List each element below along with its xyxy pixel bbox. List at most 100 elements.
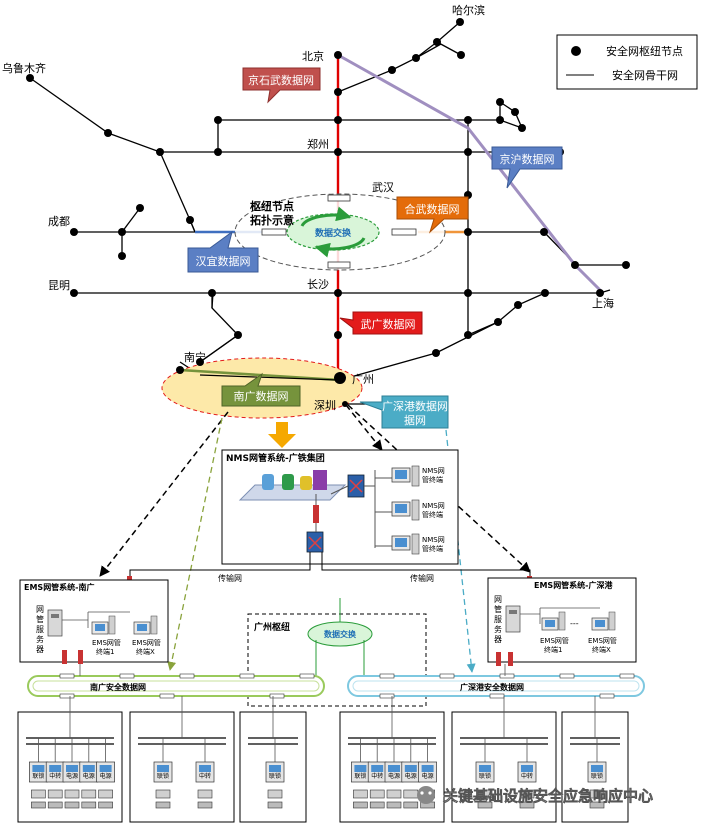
ring-guangshengang: 广深港安全数据网 [347,675,645,697]
station-device-label: 电源 [100,772,112,780]
nms-terminal-3: NMS网 管终端 [391,533,445,555]
callout-jinghu: 京沪数据网 [491,146,563,189]
ems-nanguang-box: EMS网管系统-南广 网 管 服 务 器 EMS网管 终端1 EMS网管 终端X [19,579,169,664]
city-urumqi: 乌鲁木齐 [2,61,46,75]
ring-gsg-label: 广深港安全数据网 [460,682,524,692]
callout-jingshiwu: 京石武数据网 [242,67,321,104]
svg-text:武广数据网: 武广数据网 [361,317,416,331]
svg-text:器: 器 [494,635,502,644]
svg-text:EMS网管: EMS网管 [132,638,161,647]
svg-text:务: 务 [36,634,44,644]
callout-hewu: 合武数据网 [396,196,469,234]
station-device-label: 联锁 [591,772,603,780]
legend-line-label: 安全网骨干网 [612,68,678,82]
ems-guangshengang-box: EMS网管系统-广深港 网 管 服 务 器 EMS网管 终端1 --- EMS网… [487,577,637,666]
svg-text:管: 管 [36,614,44,624]
svg-text:NMS网: NMS网 [422,467,445,475]
station-device-label: 电源 [422,772,434,780]
svg-text:NMS网: NMS网 [422,502,445,510]
ems-nanguang-title: EMS网管系统-南广 [24,582,95,592]
firewall-icon [313,505,319,523]
city-changsha: 长沙 [307,278,329,291]
svg-text:广深港数据网: 广深港数据网 [382,399,448,413]
ems-nanguang-server-icon [47,609,63,637]
nms-terminal-1: NMS网 管终端 [391,465,445,487]
station-device-label: 联锁 [157,772,169,780]
svg-text:网: 网 [494,595,502,604]
ems-gsg-title: EMS网管系统-广深港 [534,580,614,590]
legend-node-label: 安全网枢纽节点 [606,44,683,58]
backbone-nodes [26,18,630,407]
callout-nanguang: 南广数据网 [221,372,301,407]
callout-wuguang: 武广数据网 [339,311,423,335]
city-beijing: 北京 [302,49,324,63]
station-device-label: 联锁 [32,772,44,780]
city-zhengzhou: 郑州 [307,137,329,151]
guangzhou-hub-box: 广州枢纽 数据交换 [247,598,427,707]
station-device-label: 中转 [371,772,383,780]
svg-text:管终端: 管终端 [422,510,443,519]
ems-nanguang-terminal-x: EMS网管 终端X [132,615,161,656]
station-device-label: 联锁 [479,772,491,780]
callout-hanyi: 汉宜数据网 [187,230,259,273]
svg-text:服: 服 [494,615,502,624]
wechat-icon [417,786,435,804]
ems-nanguang-terminal-1: EMS网管 终端1 [91,615,121,656]
station-device-label: 电源 [405,772,417,780]
legend-node-icon [571,46,581,56]
svg-text:汉宜数据网: 汉宜数据网 [196,254,251,268]
arrow-to-ems-nanguang [99,411,229,577]
transport-label-left: 传输网 [218,573,242,583]
callout-guangshengang-line2: 据网 [404,413,426,427]
hub-inner-ring: 数据交换 [286,206,380,258]
svg-text:京沪数据网: 京沪数据网 [500,152,555,166]
ems-gsg-terminal-x: EMS网管 终端X [588,611,617,654]
svg-text:EMS网管: EMS网管 [588,636,617,645]
city-labels: 哈尔滨 北京 乌鲁木齐 郑州 武汉 成都 长沙 昆明 上海 南宁 广州 深圳 [2,3,614,412]
city-guangzhou: 广州 [352,373,374,386]
transport-label-right: 传输网 [410,573,434,583]
guangzhou-hub-ring: 数据交换 [324,629,357,639]
svg-text:EMS网管: EMS网管 [92,638,121,647]
nms-group-box: NMS网管系统-广铁集团 NMS网 管终端 [221,449,459,565]
callout-guangshengang: 广深港数据网 据网 [359,395,449,429]
hub-ring-label: 数据交换 [315,227,352,239]
ring-node-devices [59,673,635,699]
svg-text:EMS网管: EMS网管 [540,636,569,645]
ring-nanguang: 南广安全数据网 [27,675,325,697]
station-device-label: 联锁 [269,772,281,780]
svg-text:终端1: 终端1 [96,647,114,656]
nms-terminal-2: NMS网 管终端 [391,499,445,521]
svg-text:---: --- [570,619,579,628]
station-device-label: 中转 [49,772,61,780]
svg-text:合武数据网: 合武数据网 [405,202,460,216]
svg-text:终端X: 终端X [136,647,155,656]
server-cube-icon [313,470,327,490]
city-chengdu: 成都 [48,215,70,228]
svg-text:NMS网: NMS网 [422,536,445,544]
city-nanning: 南宁 [184,350,206,364]
nms-group-title: NMS网管系统-广铁集团 [226,452,325,464]
green-dashed-link [167,417,223,671]
hub-title-line1: 枢纽节点 [250,199,294,213]
hub-devices [261,194,417,269]
watermark: 关键基础设施安全应急响应中心 [417,786,653,805]
down-arrow-icon [268,422,296,448]
city-shenzhen: 深圳 [314,399,336,412]
ems-gsg-server-icon [505,605,521,633]
jinghu-line [337,53,602,292]
station-device-label: 中转 [521,772,533,780]
station-device-label: 中转 [199,772,211,780]
watermark-text: 关键基础设施安全应急响应中心 [443,787,653,805]
svg-text:终端X: 终端X [592,645,611,654]
hub-title-line2: 拓扑示意 [250,213,294,227]
svg-text:务: 务 [494,624,502,634]
city-shanghai: 上海 [592,296,614,310]
city-wuhan: 武汉 [372,181,394,194]
ems-gsg-terminal-1: EMS网管 终端1 [540,611,569,654]
svg-text:南广数据网: 南广数据网 [234,389,289,403]
svg-text:终端1: 终端1 [544,645,562,654]
svg-text:京石武数据网: 京石武数据网 [248,73,314,87]
station-device-label: 电源 [388,772,400,780]
svg-text:管终端: 管终端 [422,544,443,553]
